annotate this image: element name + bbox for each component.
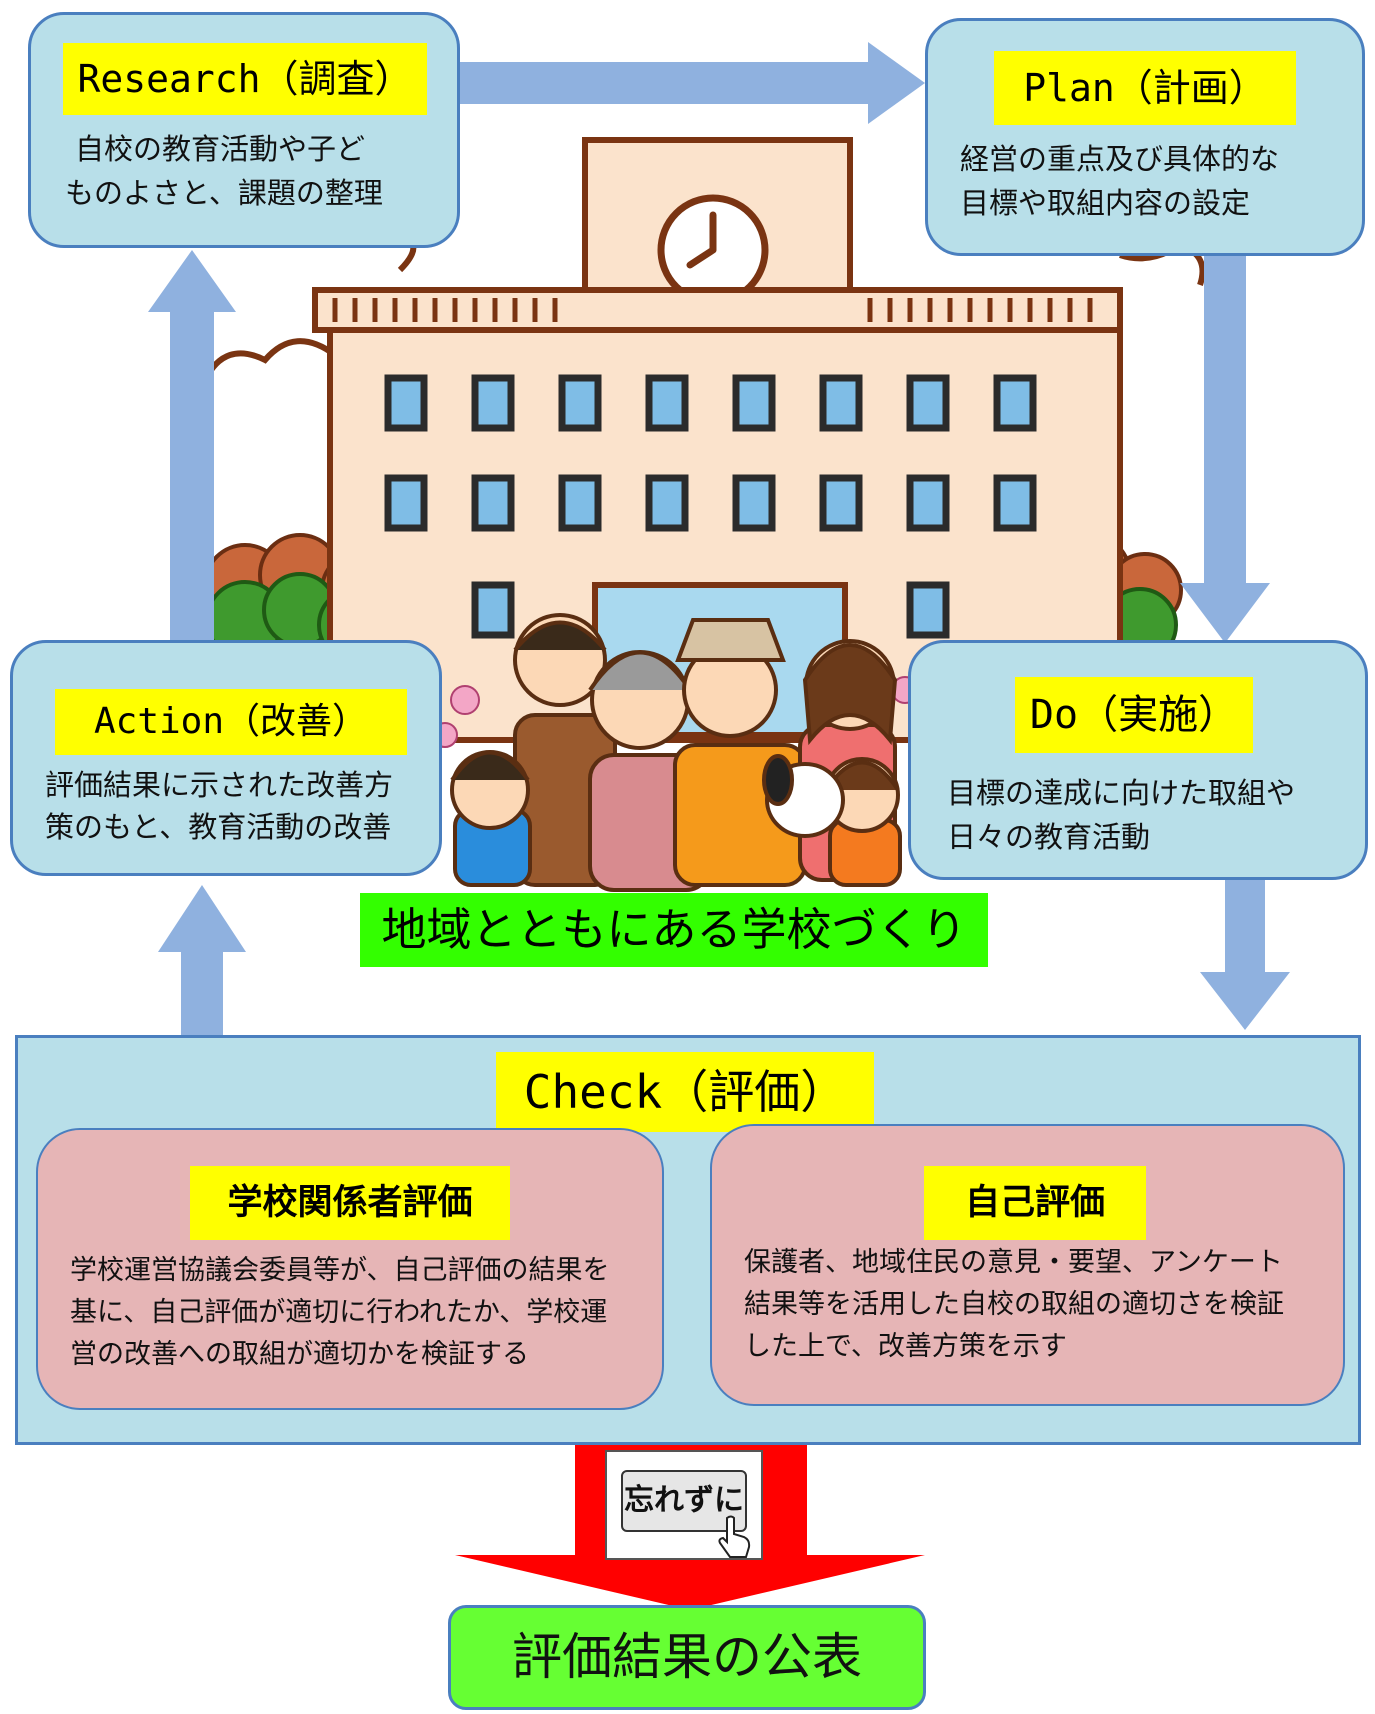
plan-desc-line-2: 目標や取組内容の設定	[960, 186, 1251, 220]
plan-desc-line-1: 経営の重点及び具体的な	[960, 142, 1280, 176]
do-box: Do（実施） 目標の達成に向けた取組や 日々の教育活動	[908, 640, 1368, 880]
do-label: Do（実施）	[1015, 677, 1253, 753]
self-eval-desc-line-3: した上で、改善方策を示す	[744, 1331, 1067, 1362]
result-label: 評価結果の公表	[512, 1628, 862, 1686]
self-eval-desc-line-2: 結果等を活用した自校の取組の適切さを検証	[744, 1289, 1284, 1320]
center-banner: 地域とともにある学校づくり	[360, 893, 988, 967]
school-eval-desc-line-3: 営の改善への取組が適切かを検証する	[70, 1339, 529, 1370]
self-eval-box: 自己評価 保護者、地域住民の意見・要望、アンケート 結果等を活用した自校の取組の…	[710, 1124, 1345, 1406]
self-eval-label: 自己評価	[924, 1166, 1146, 1240]
action-label: Action（改善）	[55, 689, 407, 755]
research-label: Research（調査）	[63, 43, 427, 115]
hand-cursor-icon	[715, 1514, 755, 1558]
school-eval-box: 学校関係者評価 学校運営協議会委員等が、自己評価の結果を 基に、自己評価が適切に…	[36, 1128, 664, 1410]
reminder-button: 忘れずに	[605, 1450, 763, 1560]
research-desc-line-1: 自校の教育活動や子ど	[75, 132, 366, 166]
plan-box: Plan（計画） 経営の重点及び具体的な 目標や取組内容の設定	[925, 18, 1365, 256]
school-eval-desc-line-1: 学校運営協議会委員等が、自己評価の結果を	[70, 1255, 610, 1286]
result-box: 評価結果の公表	[448, 1605, 926, 1710]
action-box: Action（改善） 評価結果に示された改善方 策のもと、教育活動の改善	[10, 640, 442, 876]
school-eval-desc-line-2: 基に、自己評価が適切に行われたか、学校運	[70, 1297, 608, 1328]
school-eval-label: 学校関係者評価	[190, 1166, 510, 1240]
plan-label: Plan（計画）	[994, 51, 1296, 125]
check-label: Check（評価）	[496, 1052, 874, 1132]
action-desc-line-1: 評価結果に示された改善方	[45, 768, 394, 802]
research-desc-line-2: ものよさと、課題の整理	[65, 176, 383, 210]
self-eval-desc-line-1: 保護者、地域住民の意見・要望、アンケート	[744, 1247, 1283, 1278]
do-desc-line-2: 日々の教育活動	[947, 820, 1151, 854]
research-box: Research（調査） 自校の教育活動や子ど ものよさと、課題の整理	[28, 12, 460, 248]
action-desc-line-2: 策のもと、教育活動の改善	[45, 810, 392, 844]
reminder-button-face: 忘れずに	[621, 1470, 747, 1532]
reminder-button-label: 忘れずに	[624, 1483, 744, 1518]
do-desc-line-1: 目標の達成に向けた取組や	[947, 776, 1296, 810]
